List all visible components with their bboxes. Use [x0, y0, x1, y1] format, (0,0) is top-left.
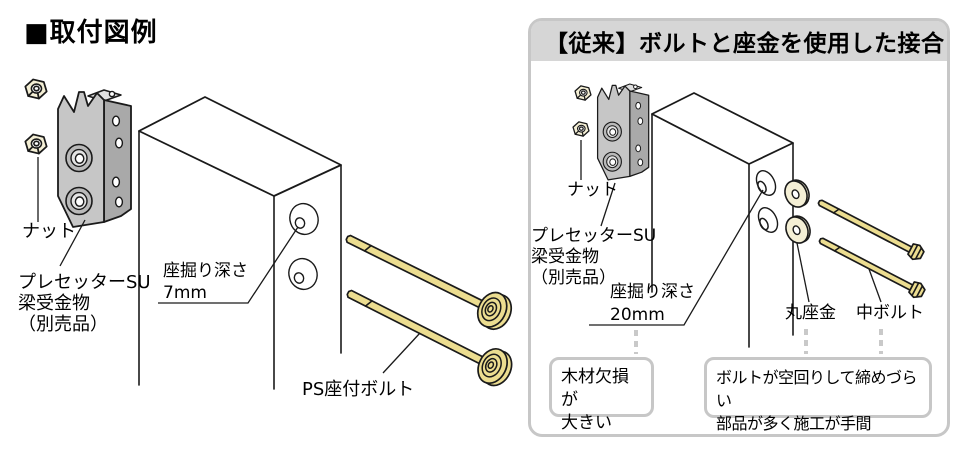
callout-workability-line1: ボルトが空回りして締めづらい	[716, 368, 918, 410]
panel-header-title: 【従来】ボルトと座金を使用した接合	[545, 31, 945, 57]
bracket-label-line3: （別売品）	[18, 314, 108, 335]
counterbore-label-line1: 座掘り深さ	[163, 261, 248, 281]
left-diagram: ナット プレセッターSU 梁受金物 （別売品） 座掘り深さ 7mm PS座付ボル…	[18, 78, 519, 400]
leader-line	[59, 219, 86, 267]
hex-nut	[24, 78, 48, 100]
counterbore-hole	[288, 257, 318, 291]
leader-line	[382, 332, 421, 374]
counterbore-hole	[289, 202, 319, 236]
callout-wood-loss-line2: 大きい	[561, 413, 612, 433]
beam-hanger-bracket	[57, 89, 132, 228]
bolt-label: PS座付ボルト	[302, 379, 414, 400]
ps-seated-bolt	[338, 221, 518, 335]
panel-header: 【従来】ボルトと座金を使用した接合	[531, 21, 947, 61]
callout-workability-line2: 部品が多く施工が手間	[716, 414, 872, 433]
page-title: ■取付図例	[24, 18, 158, 48]
counterbore-label-line2: 7mm	[163, 283, 207, 303]
leader-line	[158, 226, 299, 304]
bracket-label-line2: 梁受金物	[18, 293, 90, 314]
callout-wood-loss-line1: 木材欠損が	[561, 367, 629, 410]
callout-wood-loss: 木材欠損が 大きい	[549, 357, 654, 433]
callout-workability: ボルトが空回りして締めづらい 部品が多く施工が手間	[704, 357, 932, 433]
nut-label: ナット	[22, 221, 76, 242]
bracket-label-line1: プレセッターSU	[18, 272, 151, 293]
hex-nut	[24, 133, 48, 155]
wood-beam	[138, 96, 342, 390]
ps-seated-bolt	[339, 276, 519, 392]
